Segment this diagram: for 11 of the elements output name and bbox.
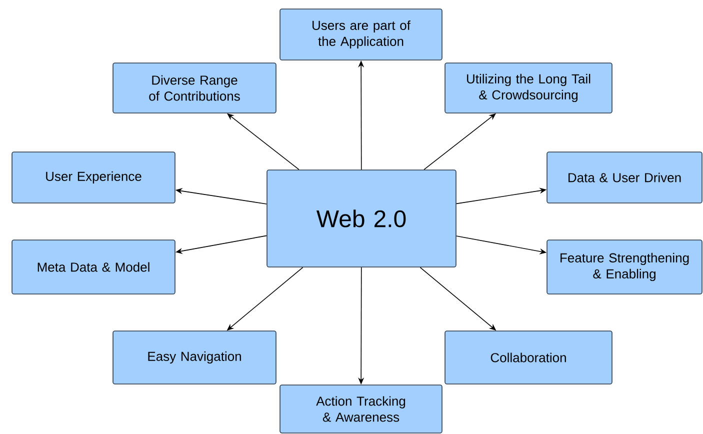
- process-box: Utilizing the Long Tail & Crowdsourcing: [444, 62, 612, 114]
- process-box: Users are part of the Application: [280, 8, 442, 60]
- process-box: Feature Strengthening & Enabling: [546, 240, 702, 294]
- process-box: Collaboration: [444, 330, 612, 384]
- process-box: Meta Data & Model: [12, 240, 176, 294]
- process-box: Action Tracking & Awareness: [280, 384, 442, 434]
- process-box: Data & User Driven: [546, 152, 702, 204]
- process-box: Diverse Range of Contributions: [112, 62, 276, 114]
- process-box: Easy Navigation: [112, 330, 276, 384]
- central-box: Web 2.0: [266, 170, 456, 268]
- process-box: User Experience: [12, 152, 176, 204]
